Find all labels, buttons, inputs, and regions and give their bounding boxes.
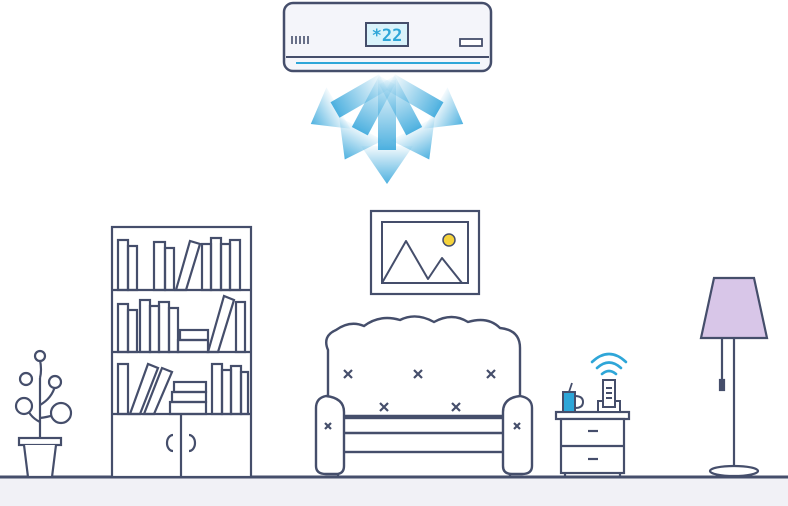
picture-frame-icon xyxy=(369,209,481,296)
ac-vent-marks xyxy=(291,36,309,44)
floor-lamp-icon xyxy=(699,276,769,478)
air-conditioner-icon: *22 xyxy=(282,1,493,73)
nightstand-icon xyxy=(554,410,631,478)
floor xyxy=(0,477,788,506)
sofa-icon xyxy=(314,315,534,478)
mug-icon xyxy=(562,382,585,413)
wifi-icon xyxy=(590,352,628,376)
ac-display-text: *22 xyxy=(372,26,403,46)
ac-display-screen xyxy=(365,22,409,47)
airflow-arrows-icon xyxy=(310,74,464,184)
picture-sun xyxy=(442,233,456,247)
phone-icon xyxy=(597,379,621,413)
sofa-tufting-marks xyxy=(324,369,521,430)
ac-indicator-slot xyxy=(459,38,483,47)
bookshelf-icon xyxy=(110,225,253,479)
plant-icon xyxy=(14,349,73,479)
